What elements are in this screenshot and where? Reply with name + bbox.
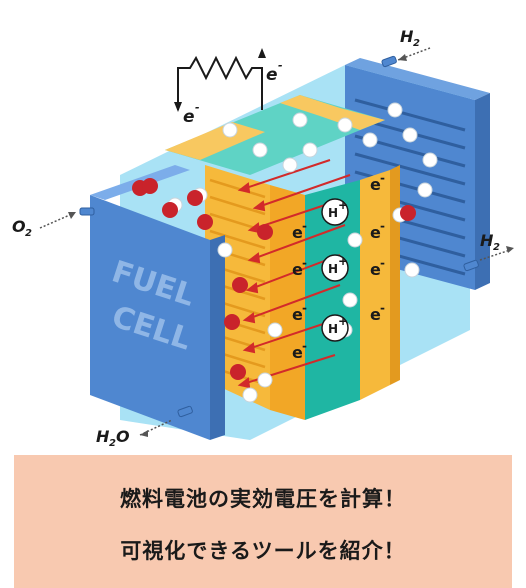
stack-electron-charge: - (380, 301, 385, 315)
stack-electron-label: e (292, 343, 303, 362)
hydrogen-molecule (282, 157, 298, 173)
external-circuit (174, 48, 266, 112)
hydrogen-molecule (222, 122, 238, 138)
hydrogen-molecule (337, 117, 353, 133)
electron-label-right: e (266, 65, 278, 85)
stack-electron-label: e (292, 223, 303, 242)
anode-layer (360, 170, 390, 400)
right-channel (354, 98, 466, 132)
oxygen-molecule (230, 364, 246, 380)
stack-electron-label: e (292, 260, 303, 279)
flow-arrowhead (237, 182, 251, 194)
stack-electron-charge: - (380, 256, 385, 270)
proton-ion (321, 198, 349, 226)
flow-arrowhead (237, 377, 251, 389)
cathode-channel (209, 178, 266, 199)
svg-text:2: 2 (493, 242, 500, 253)
stack-particle-labels: H+H+H+e-e-e-e-e-e-e-e- (292, 171, 385, 362)
oxygen-molecule (197, 214, 213, 230)
hydrogen-molecule (217, 242, 233, 258)
hydrogen-molecule (342, 292, 358, 308)
svg-text:H: H (480, 231, 494, 250)
proton-ion-label: H (328, 262, 338, 276)
proton-ion-charge: + (338, 198, 348, 212)
stack-electron-label: e (370, 175, 381, 194)
banner-line-1: 燃料電池の実効電圧を計算！ (120, 487, 406, 511)
banner-line-2: 可視化できるツールを紹介！ (120, 539, 406, 563)
hydrogen-molecule (387, 102, 403, 118)
hydrogen-molecule (402, 127, 418, 143)
oxygen-molecule (400, 205, 416, 221)
flow-arrow (249, 224, 346, 261)
oxygen-molecule (232, 277, 248, 293)
cathode-channel (209, 229, 266, 250)
svg-text:H: H (96, 427, 110, 446)
stack-electron-charge: - (302, 339, 307, 353)
stack-electron-label: e (370, 223, 381, 242)
proton-ion-charge: + (338, 314, 348, 328)
gas-molecules (132, 102, 438, 403)
svg-text:O: O (116, 427, 130, 446)
hydrogen-molecule (257, 372, 273, 388)
stack-electron-charge: - (380, 171, 385, 185)
flow-arrow (239, 354, 336, 386)
stack-electron-charge: - (302, 301, 307, 315)
o2-inlet-label: O 2 (12, 212, 76, 239)
h2-inlet-label: H 2 (397, 27, 431, 61)
hydrogen-molecule (242, 387, 258, 403)
proton-ion (321, 314, 349, 342)
hydrogen-molecule (417, 182, 433, 198)
h2-outlet-label: H 2 (479, 231, 514, 261)
flow-arrow (244, 284, 341, 321)
flow-arrowhead (245, 282, 259, 294)
svg-text:2: 2 (25, 228, 32, 239)
hydrogen-molecule (292, 112, 308, 128)
flow-arrow (239, 159, 331, 191)
oxygen-molecule (257, 224, 273, 240)
stack-electron-charge: - (302, 256, 307, 270)
oxygen-molecule (162, 202, 178, 218)
proton-ion-charge: + (338, 254, 348, 268)
stack-electron-charge: - (302, 219, 307, 233)
pipes (79, 55, 479, 418)
svg-text:H: H (400, 27, 414, 46)
stack-electron-charge: - (380, 219, 385, 233)
flow-arrowhead (242, 312, 256, 324)
electron-label-left: e (183, 107, 195, 127)
hydrogen-molecule (347, 232, 363, 248)
hydrogen-molecule (267, 322, 283, 338)
h2o-outlet-label: H 2 O (96, 419, 173, 449)
hydrogen-molecule (252, 142, 268, 158)
hydrogen-molecule (404, 262, 420, 278)
proton-ion (321, 254, 349, 282)
left-bipolar-plate (90, 165, 225, 440)
hydrogen-molecule (362, 132, 378, 148)
oxygen-molecule (224, 314, 240, 330)
oxygen-molecule (187, 190, 203, 206)
svg-text:2: 2 (413, 38, 420, 49)
hydrogen-molecule (422, 152, 438, 168)
proton-ion-label: H (328, 322, 338, 336)
svg-text:2: 2 (109, 438, 116, 449)
hydrogen-molecule (302, 142, 318, 158)
flow-arrowhead (252, 200, 266, 212)
stack-electron-label: e (370, 260, 381, 279)
flow-arrow (244, 319, 336, 351)
membrane-layer (270, 185, 305, 420)
flow-arrow (254, 174, 351, 209)
electron-label-right-sup: - (278, 59, 283, 72)
stack-electron-label: e (370, 305, 381, 324)
right-channel (354, 152, 466, 186)
stack-electron-label: e (292, 305, 303, 324)
svg-text:O: O (12, 217, 26, 236)
fuel-cell-illustration: FUEL CELL H+H+H+e-e-e-e-e-e-e-e- e - e -… (12, 27, 514, 449)
oxygen-molecule (142, 178, 158, 194)
flow-arrowhead (242, 342, 256, 354)
proton-ion-label: H (328, 206, 338, 220)
flow-arrowhead (247, 252, 261, 264)
title-banner: 燃料電池の実効電圧を計算！ 可視化できるツールを紹介！ (14, 455, 512, 588)
cathode-channel (209, 195, 266, 216)
electron-label-left-sup: - (195, 101, 200, 114)
